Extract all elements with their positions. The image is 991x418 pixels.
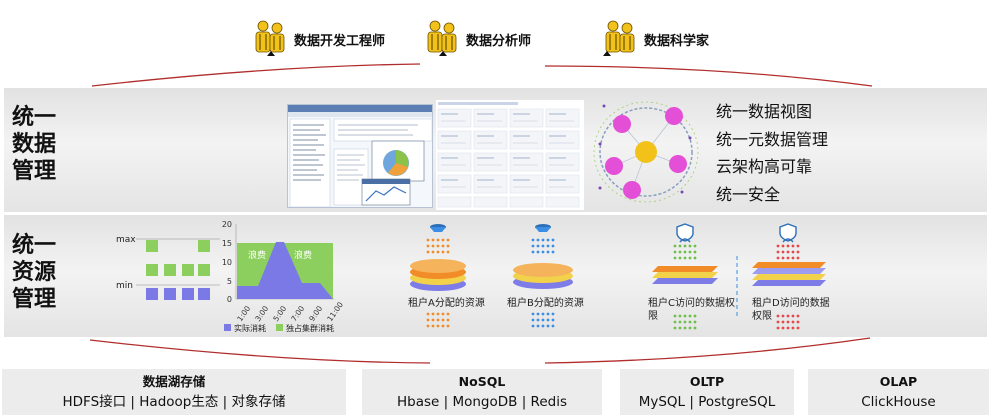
y-tick: 15 (222, 239, 232, 248)
feature-item: 统一元数据管理 (716, 129, 829, 149)
title-line: 管理 (12, 159, 57, 184)
tenant-stack-graphic (752, 223, 826, 330)
tenant-stack-graphic (410, 224, 466, 328)
storage-title: 数据湖存储 (142, 374, 206, 389)
architecture-ring-diagram (586, 96, 706, 210)
waste-label: 浪费 (248, 249, 266, 261)
tenant-label: 租户C访问的数据权限 (648, 298, 735, 322)
storage-olap: OLAP ClickHouse (808, 369, 989, 415)
resource-usage-chart: max min 20 15 10 5 0 浪费 浪费 1:00 3:00 5:0… (116, 220, 345, 333)
x-tick: 3:00 (253, 304, 270, 323)
people-icon (255, 20, 285, 56)
max-label: max (116, 235, 136, 245)
storage-items: Hbase | MongoDB | Redis (397, 394, 567, 410)
title-line: 资源 (12, 260, 57, 285)
data-view-screenshot (287, 104, 433, 208)
card-grid-mockup (437, 102, 580, 208)
tenant-label: 租户B分配的资源 (507, 298, 584, 309)
data-management-title: 统一 数据 管理 (12, 104, 56, 185)
allocation-blocks (146, 240, 210, 300)
people-icon (603, 20, 635, 56)
ring-mockup (593, 101, 699, 203)
tenant-stack-graphic (513, 224, 573, 328)
legend-swatch-exclusive (276, 324, 283, 331)
tenant-label: 租户A分配的资源 (408, 298, 485, 309)
legend-swatch-actual (224, 324, 231, 331)
storage-items: ClickHouse (861, 394, 936, 410)
tenant-d-permission: 租户D访问的数据权限 (748, 222, 848, 334)
people-icon (427, 20, 457, 56)
actual-usage-area (237, 242, 333, 299)
storage-items: MySQL | PostgreSQL (638, 394, 776, 410)
feature-item: 统一安全 (716, 184, 781, 204)
tenant-b-resource: 租户B分配的资源 (505, 222, 605, 334)
feature-item: 云架构高可靠 (716, 157, 813, 176)
persona-label: 数据科学家 (644, 33, 710, 49)
y-tick: 0 (227, 295, 232, 304)
storage-title: OLTP (689, 374, 725, 389)
storage-nosql: NoSQL Hbase | MongoDB | Redis (362, 369, 602, 415)
persona-label: 数据开发工程师 (294, 33, 386, 49)
metadata-card-grid (436, 100, 584, 210)
title-line: 管理 (12, 287, 57, 312)
curve-bottom-left (89, 339, 431, 364)
legend-label-actual: 实际消耗 (234, 323, 266, 333)
storage-title: OLAP (879, 374, 918, 389)
x-tick: 5:00 (271, 304, 288, 323)
shield-icon (676, 223, 694, 242)
legend-label-exclusive: 独占集群消耗 (286, 323, 334, 333)
persona-data-analyst: 数据分析师 (420, 14, 531, 64)
y-tick: 20 (222, 220, 232, 229)
x-tick: 1:00 (235, 304, 252, 323)
y-tick: 10 (222, 258, 232, 267)
waste-label: 浪费 (294, 249, 312, 261)
storage-title: NoSQL (458, 374, 506, 389)
dashed-divider (736, 256, 738, 316)
ring-node (605, 107, 687, 199)
persona-data-engineer: 数据开发工程师 (248, 14, 385, 64)
curve-top-left (91, 63, 421, 87)
persona-data-scientist: 数据科学家 (598, 14, 709, 64)
storage-data-lake: 数据湖存储 HDFS接口 | Hadoop生态 | 对象存储 (2, 369, 346, 415)
tenant-label: 租户D访问的数据权限 (752, 298, 830, 322)
curve-top-right (544, 65, 873, 87)
shield-icon (779, 223, 797, 242)
tenant-a-resource: 租户A分配的资源 (404, 222, 504, 334)
tenant-c-permission: 租户C访问的数据权限 (642, 222, 742, 334)
feature-item: 统一数据视图 (716, 102, 813, 121)
y-tick: 5 (227, 277, 232, 286)
ring-center (635, 141, 657, 163)
title-line: 数据 (12, 132, 57, 157)
storage-oltp: OLTP MySQL | PostgreSQL (620, 369, 794, 415)
title-line: 统一 (12, 233, 57, 258)
title-line: 统一 (12, 105, 57, 130)
x-tick: 11:00 (325, 300, 345, 323)
x-tick: 7:00 (289, 304, 306, 323)
persona-label: 数据分析师 (466, 33, 532, 49)
min-label: min (116, 281, 133, 291)
x-tick: 9:00 (307, 304, 324, 323)
app-window-mockup (288, 105, 432, 207)
tenant-stack-graphic (652, 223, 718, 330)
data-management-features: 统一数据视图 统一元数据管理 云架构高可靠 统一安全 (716, 98, 828, 208)
storage-items: HDFS接口 | Hadoop生态 | 对象存储 (62, 394, 286, 410)
curve-bottom-right (544, 337, 871, 364)
resource-management-title: 统一 资源 管理 (12, 232, 56, 313)
